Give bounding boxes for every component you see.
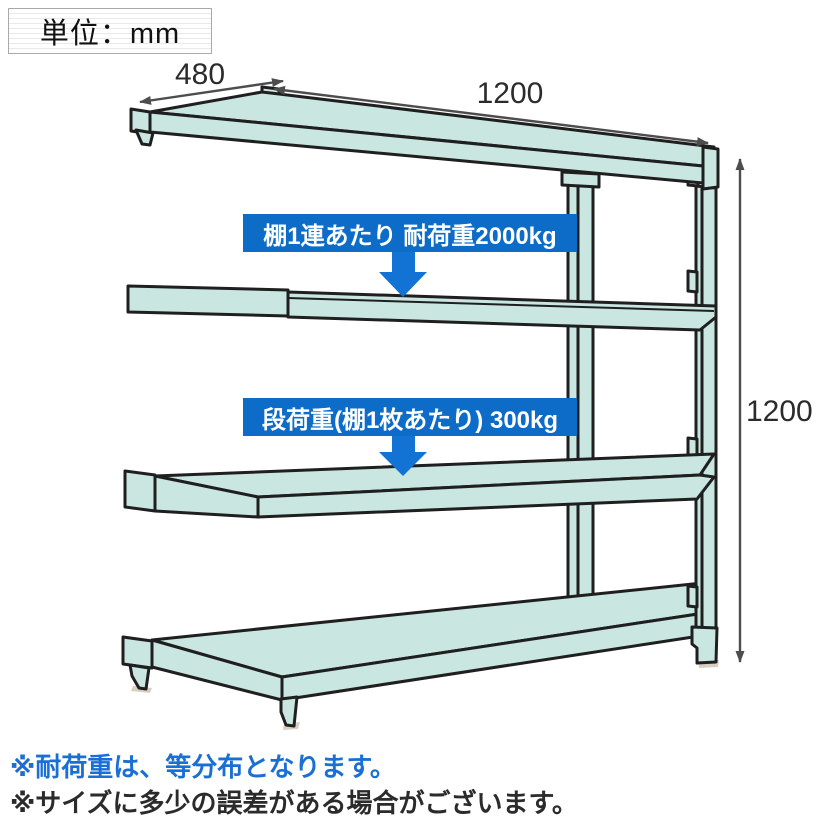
shelf-load-badge: 段荷重(棚1枚あたり) 300kg [243,398,577,436]
shelf-top-right-cap [701,145,720,191]
shelf-level3 [123,452,716,519]
post-front-foot [690,625,719,665]
shelf-bottom-back-left-foot [128,663,151,691]
unit-label-box: 単位：mm [8,8,212,54]
shelf-load-badge-text: 段荷重(棚1枚あたり) 300kg [261,406,559,434]
down-arrow-icon-bay-load [379,252,427,297]
dimension-arrows [139,78,745,663]
bay-load-badge-text: 棚1連あたり 耐荷重2000kg [263,222,557,250]
post-front-bracket-l2 [686,269,699,294]
post-front-bracket-l4 [686,584,699,609]
shelf-bottom-left-cap [121,635,154,670]
post-front-right [686,168,719,665]
size-tolerance-note: ※サイズに多少の誤差がある場合がございます。 [10,788,578,818]
shelf-top-left-foot [134,128,155,147]
shelf-level2-beam [126,284,718,332]
shelf-bottom [121,580,714,728]
down-arrow-icon-shelf-load [379,436,427,476]
callout-arrows [379,252,427,476]
level2-joint-sleeve [126,284,290,318]
depth-dimension-arrow [139,78,284,105]
depth-dimension-label: 480 [174,58,226,91]
unit-label: 単位：mm [39,18,181,50]
height-dimension-label: 1200 [746,395,813,428]
shelf-bottom-front-left-foot [279,695,299,728]
shelf-level3-left-cap [123,469,157,513]
bay-load-badge: 棚1連あたり 耐荷重2000kg [243,214,577,252]
shelf-top [129,85,720,191]
load-distribution-note: ※耐荷重は、等分布となります。 [10,752,396,782]
width-dimension-label: 1200 [476,77,544,110]
level2-beam [286,290,718,332]
width-dimension-arrow [273,85,709,147]
footnotes: ※耐荷重は、等分布となります。 ※サイズに多少の誤差がある場合がございます。 [10,749,578,821]
